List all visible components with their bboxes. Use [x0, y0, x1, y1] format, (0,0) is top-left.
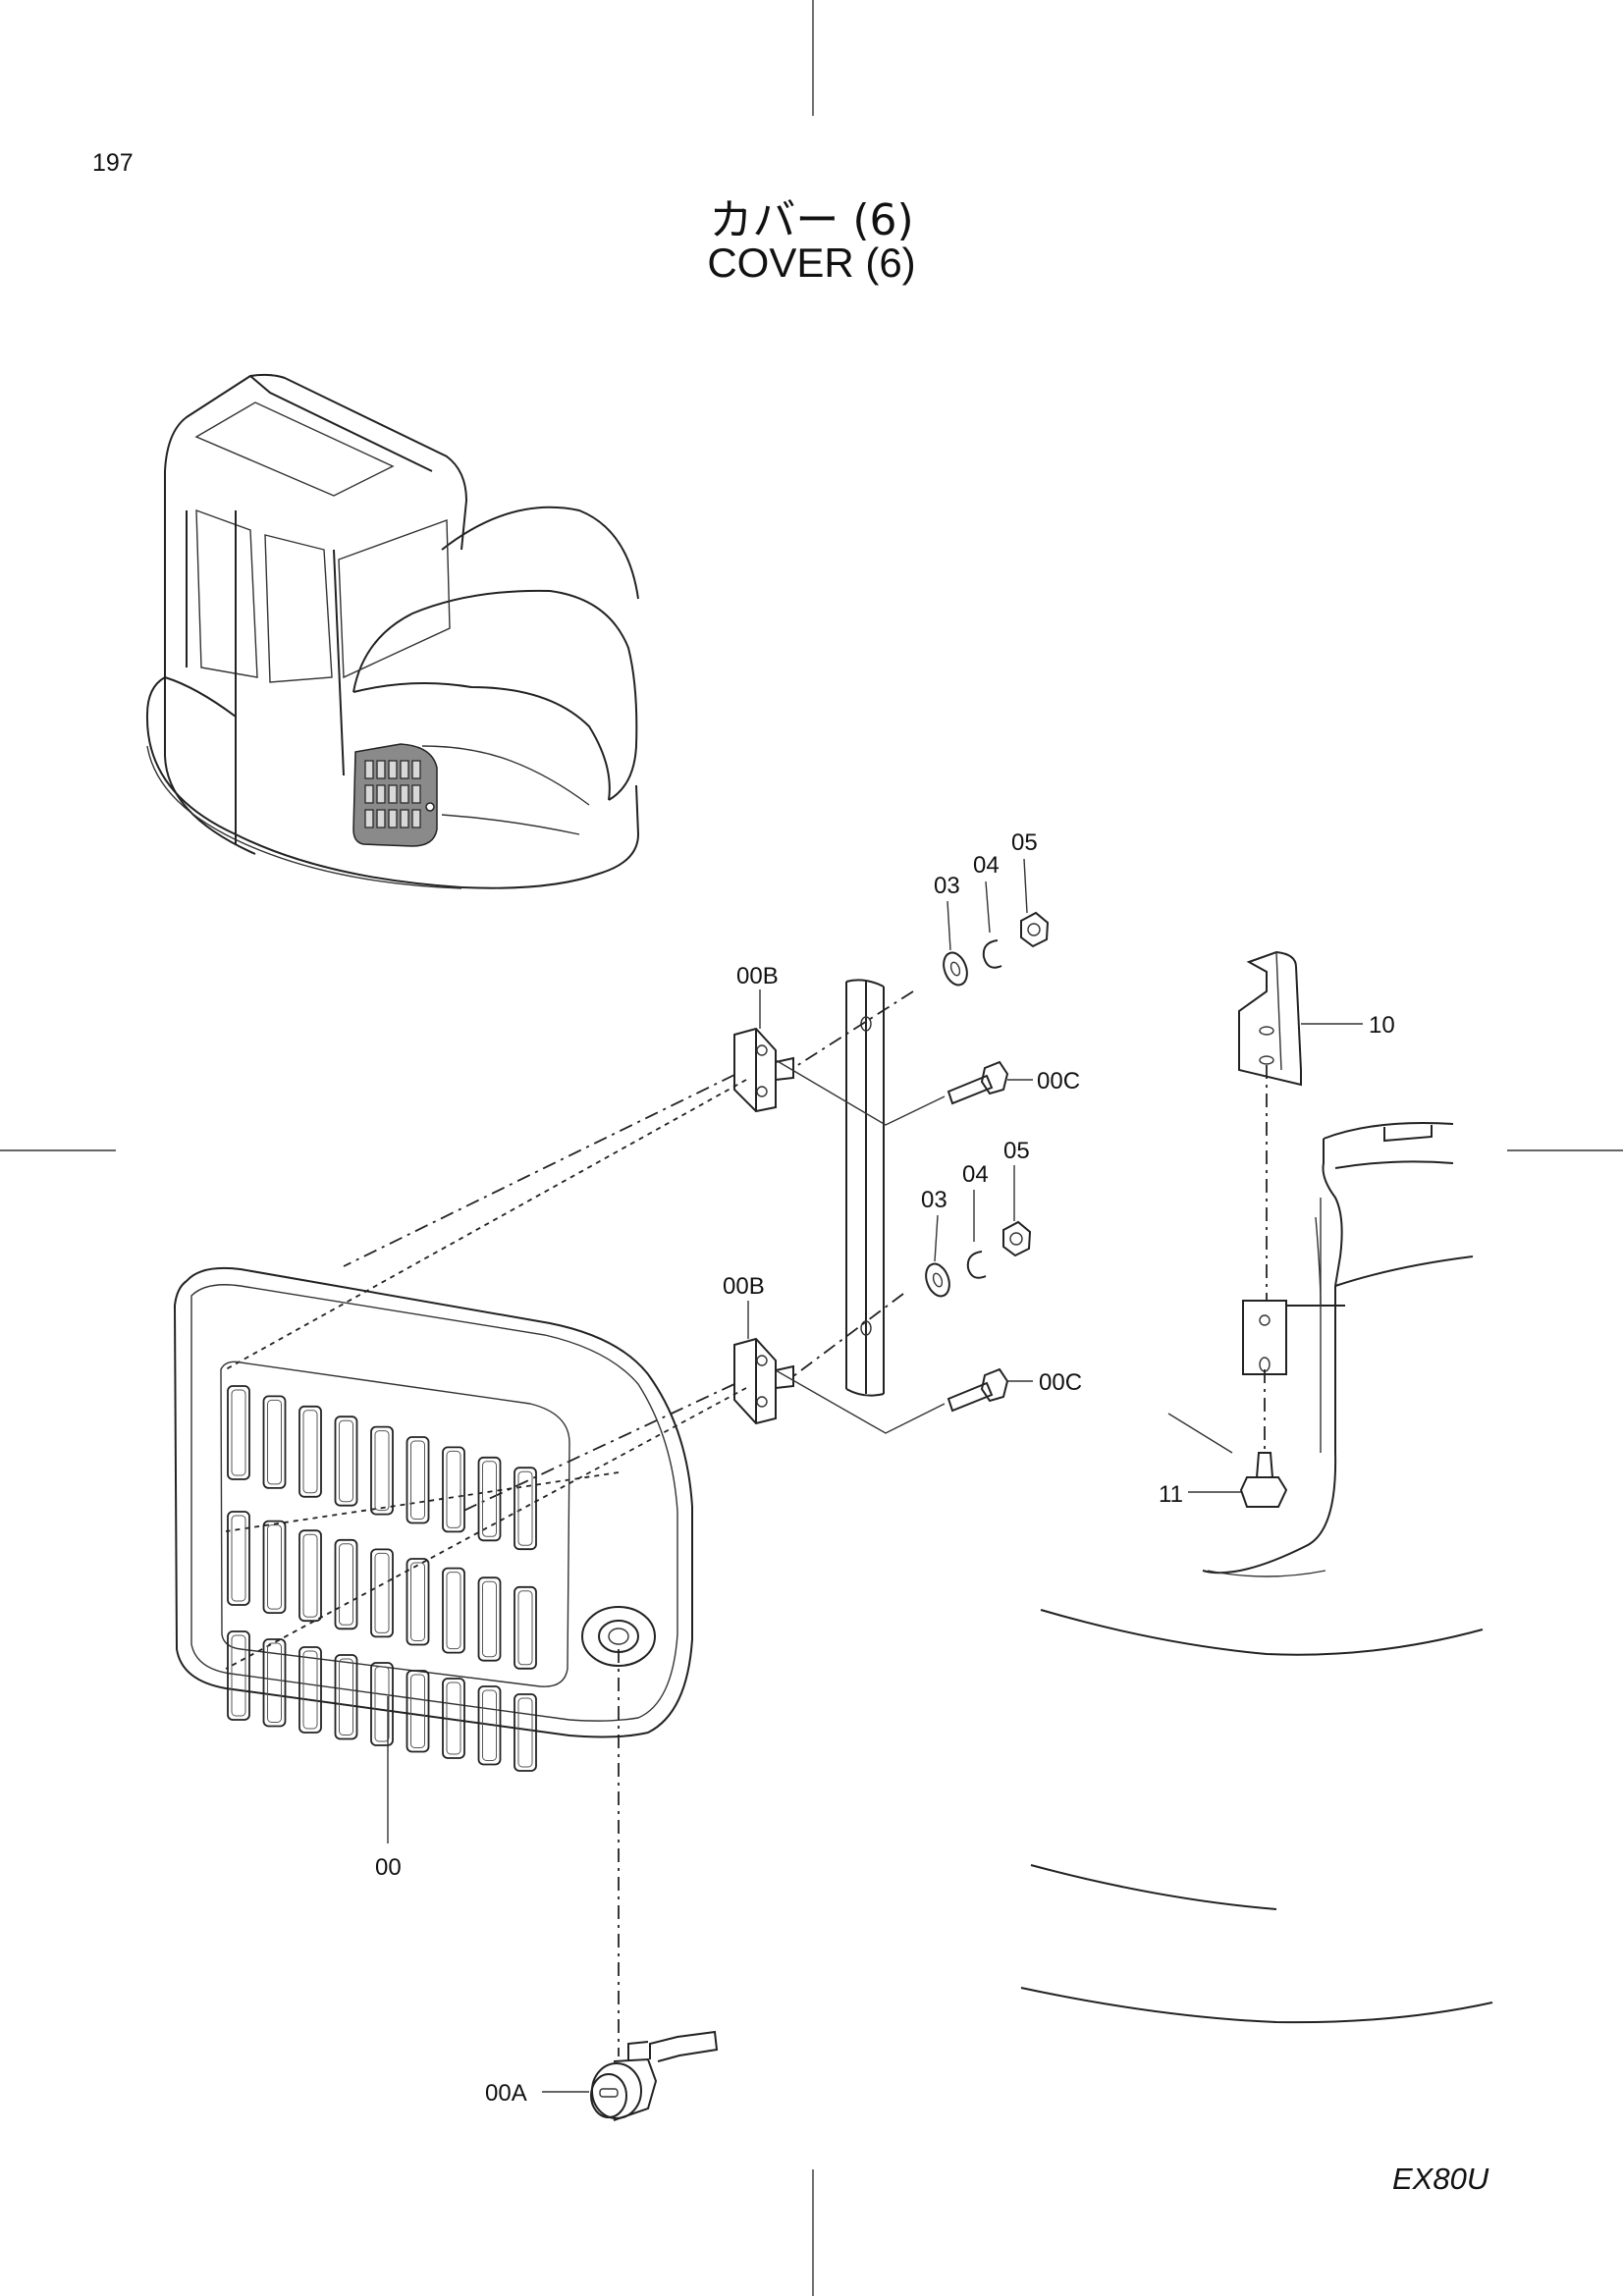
callout-00c-lower: 00C — [1039, 1369, 1082, 1396]
grille-slot — [262, 1520, 287, 1614]
frame-post — [845, 979, 885, 1397]
callout-00: 00 — [375, 1854, 402, 1881]
grille-slot-inner — [302, 1410, 318, 1494]
grille-slot-inner — [231, 1389, 246, 1476]
grille-slot-inner — [339, 1419, 353, 1503]
leader-lines — [387, 858, 1363, 2093]
grille-slot — [477, 1576, 502, 1662]
assembly-lines — [225, 990, 946, 1670]
fastener-set-lower — [925, 1220, 1032, 1298]
grille-slot — [227, 1511, 250, 1606]
page-title-japanese: カバー (6) — [709, 195, 914, 245]
callout-11: 11 — [1159, 1481, 1183, 1508]
grille-slot-inner — [446, 1572, 461, 1650]
grille-slot — [477, 1456, 502, 1542]
grille-slot — [334, 1654, 358, 1740]
grille-slot — [442, 1678, 465, 1759]
grille-slot — [406, 1436, 430, 1524]
grille-slot-inner — [446, 1450, 461, 1528]
grille-slot-inner — [482, 1689, 497, 1761]
model-label: EX80U — [1392, 2162, 1489, 2196]
callout-05-lower: 05 — [1003, 1138, 1030, 1164]
grille-slot — [370, 1662, 394, 1746]
grille-slot — [442, 1567, 465, 1654]
callout-04-upper: 04 — [973, 852, 1000, 879]
grille-slot-inner — [410, 1440, 425, 1520]
callout-05-upper: 05 — [1011, 829, 1038, 856]
grille-slot — [227, 1630, 250, 1721]
grille-slot — [406, 1558, 430, 1646]
callout-00b-lower: 00B — [723, 1273, 765, 1300]
bolt-upper — [947, 1060, 1009, 1105]
grille-slot-inner — [517, 1470, 533, 1546]
grille-slot-inner — [517, 1590, 533, 1666]
grille-slot — [298, 1405, 322, 1498]
grille-slot — [334, 1415, 358, 1507]
grille-slot-inner — [410, 1674, 425, 1748]
excavator-overview-illustration — [145, 373, 640, 889]
grille-slot-inner — [302, 1650, 318, 1730]
grille-slot — [442, 1446, 465, 1533]
grille-slot-inner — [267, 1399, 282, 1485]
grille-slot — [262, 1395, 287, 1489]
grille-slot-inner — [446, 1682, 461, 1755]
lock-00a — [590, 1649, 719, 2121]
bolt-11 — [1239, 1452, 1288, 1508]
grille-slot — [406, 1670, 430, 1753]
callout-03-lower: 03 — [921, 1187, 947, 1213]
grille-slot-inner — [339, 1543, 353, 1626]
page-title-english: COVER (6) — [707, 240, 916, 286]
grille-slot-inner — [231, 1634, 246, 1717]
grille-slot — [514, 1585, 537, 1670]
grille-slot-inner — [267, 1642, 282, 1723]
grille-cover — [173, 1266, 693, 1738]
callout-00c-upper: 00C — [1037, 1068, 1080, 1095]
grille-slot-inner — [374, 1552, 390, 1633]
hinge-lower — [733, 1337, 794, 1425]
grille-slots — [227, 1385, 537, 1772]
grille-slot-inner — [410, 1562, 425, 1641]
grille-slot-inner — [482, 1580, 497, 1658]
grille-slot-inner — [302, 1533, 318, 1618]
grille-slot — [334, 1538, 358, 1630]
bracket-10 — [1238, 950, 1302, 1453]
grille-slot-inner — [231, 1515, 246, 1602]
bolt-lower — [947, 1367, 1009, 1413]
grille-slot-inner — [482, 1461, 497, 1537]
fastener-set-upper — [943, 911, 1050, 987]
grille-slot — [514, 1467, 537, 1551]
grille-slot-inner — [339, 1658, 353, 1735]
grille-slot — [514, 1693, 537, 1772]
hinge-upper — [733, 1027, 794, 1113]
grille-slot — [227, 1385, 250, 1480]
grille-slot — [370, 1548, 394, 1638]
grille-slot-inner — [517, 1697, 533, 1768]
callout-10: 10 — [1369, 1012, 1395, 1039]
machine-body-background — [1020, 1122, 1493, 2024]
grille-slot — [370, 1425, 394, 1516]
callout-04-lower: 04 — [962, 1161, 989, 1188]
callout-03-upper: 03 — [934, 873, 960, 899]
page-number: 197 — [92, 149, 134, 177]
callout-00b-upper: 00B — [736, 963, 779, 989]
grille-slot — [477, 1685, 502, 1766]
grille-slot-inner — [374, 1430, 390, 1512]
callout-00a: 00A — [485, 2080, 527, 2107]
grille-slot-inner — [267, 1524, 282, 1610]
grille-slot-inner — [374, 1666, 390, 1742]
grille-slot — [262, 1638, 287, 1728]
grille-slot — [298, 1646, 322, 1734]
callout-labels: 00B 00B 00C 00C 03 04 05 03 04 05 10 11 … — [375, 829, 1395, 2107]
grille-slot — [298, 1529, 322, 1623]
